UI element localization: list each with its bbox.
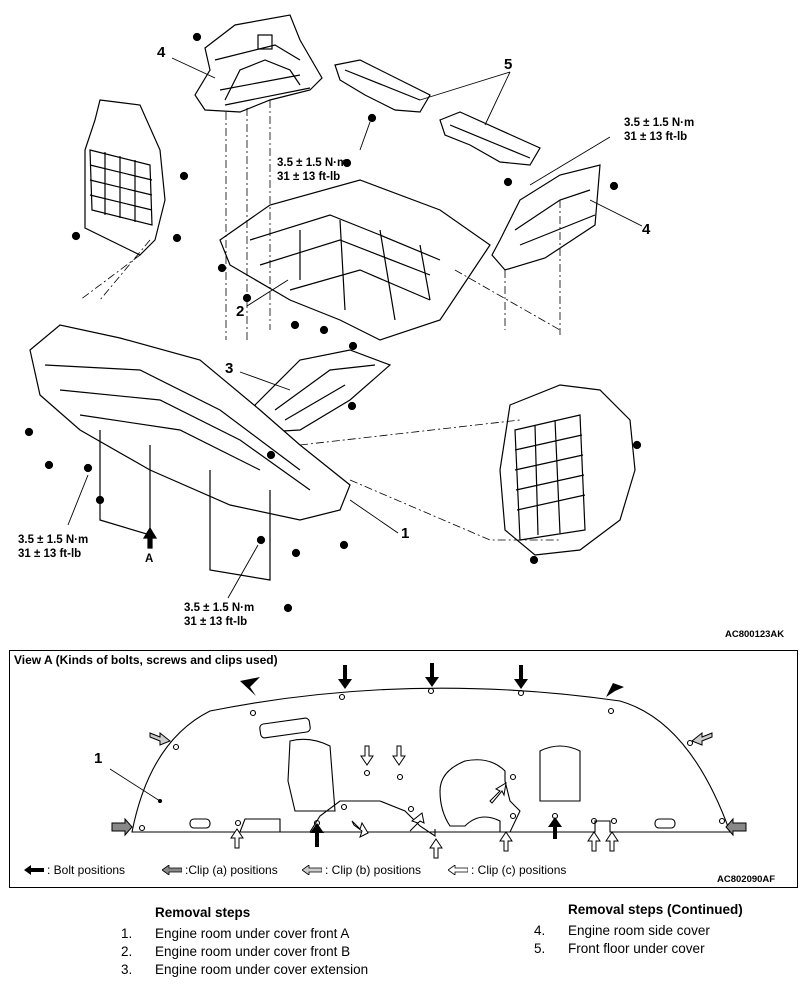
part-5-front-floor-under-cover [334, 59, 541, 166]
view-a-outline-drawing [109, 663, 747, 859]
view-a-clip-a-arrows [111, 817, 747, 837]
list-item: 1.Engine room under cover front A [121, 926, 350, 941]
legend-clip-a: :Clip (a) positions [162, 863, 278, 877]
list-item: 2.Engine room under cover front B [121, 944, 351, 959]
view-a-label: A [145, 553, 154, 565]
callout-5: 5 [504, 56, 513, 73]
right-wheelhouse-cover [499, 384, 636, 556]
part-2-under-cover-front-b [219, 179, 491, 341]
list-item: 3.Engine room under cover extension [121, 962, 369, 977]
callout-4-left: 4 [157, 44, 166, 61]
removal-steps-continued: Removal steps (Continued) 4.Engine room … [534, 901, 743, 958]
left-wheelhouse-cover [84, 99, 166, 256]
leader-lines [67, 57, 643, 599]
view-a-bolt-arrows [240, 663, 624, 847]
view-a-clip-b-arrows [149, 731, 713, 746]
part-4-right-side-cover [491, 164, 601, 271]
clip-c-arrow-icon [448, 865, 468, 875]
view-a-clip-c-arrows [230, 745, 619, 859]
view-a-holes [138, 687, 726, 832]
list-item: 5.Front floor under cover [534, 941, 705, 956]
view-a-panel: View A (Kinds of bolts, screws and clips… [9, 650, 798, 888]
list-item: 4.Engine room side cover [534, 923, 710, 938]
clip-a-arrow-icon [162, 865, 182, 875]
callout-3: 3 [225, 360, 234, 377]
removal-steps: Removal steps 1.Engine room under cover … [121, 904, 368, 979]
removal-steps-title: Removal steps [155, 905, 251, 920]
figure-code-bottom: AC802090AF [717, 874, 776, 885]
callout-1: 1 [401, 525, 410, 542]
callout-4-right: 4 [642, 221, 651, 238]
legend-bolt: : Bolt positions [24, 863, 125, 877]
view-a-callout-1: 1 [94, 750, 103, 767]
view-a-arrow [142, 526, 158, 549]
removal-steps-continued-title: Removal steps (Continued) [568, 902, 743, 917]
figure-code-top: AC800123AK [725, 629, 785, 640]
view-a-title: View A (Kinds of bolts, screws and clips… [14, 653, 278, 667]
part-3-under-cover-extension [254, 349, 392, 433]
clip-b-arrow-icon [302, 865, 322, 875]
exploded-view-drawing [24, 14, 643, 613]
part-4-left-side-cover [194, 14, 323, 113]
legend-clip-b: : Clip (b) positions [302, 863, 421, 877]
callout-2: 2 [236, 303, 245, 320]
legend-clip-c: : Clip (c) positions [448, 863, 566, 877]
alignment-lines [79, 100, 561, 541]
bolt-arrow-icon [24, 865, 44, 875]
bolt-fasteners [24, 32, 642, 613]
part-1-under-cover-front-a [29, 324, 351, 581]
